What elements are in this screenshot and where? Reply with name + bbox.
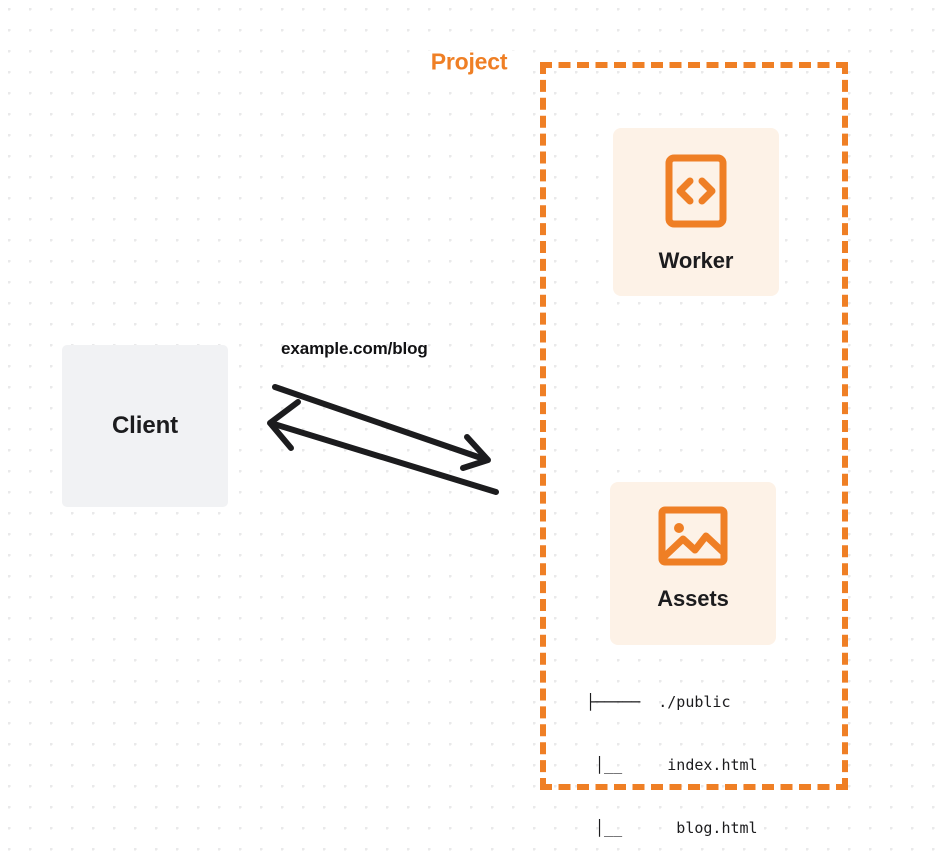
request-arrow — [272, 384, 491, 471]
asset-file-tree: ├───── ./public │__ index.html │__ blog.… — [586, 650, 758, 860]
code-file-icon — [665, 154, 727, 228]
project-title: Project — [423, 50, 515, 74]
client-node: Client — [62, 345, 228, 507]
assets-card[interactable]: Assets — [610, 482, 776, 645]
project-container — [540, 62, 848, 790]
connection-url-label: example.com/blog — [281, 339, 428, 358]
worker-label: Worker — [658, 248, 734, 273]
file-tree-row: │__ blog.html — [586, 819, 758, 837]
file-tree-row: ├───── ./public — [586, 693, 731, 711]
file-tree-row: │__ index.html — [586, 756, 758, 774]
assets-label: Assets — [657, 586, 729, 611]
client-label: Client — [111, 412, 179, 439]
worker-card[interactable]: Worker — [613, 128, 779, 296]
image-icon — [658, 506, 728, 566]
response-arrow — [267, 399, 499, 495]
